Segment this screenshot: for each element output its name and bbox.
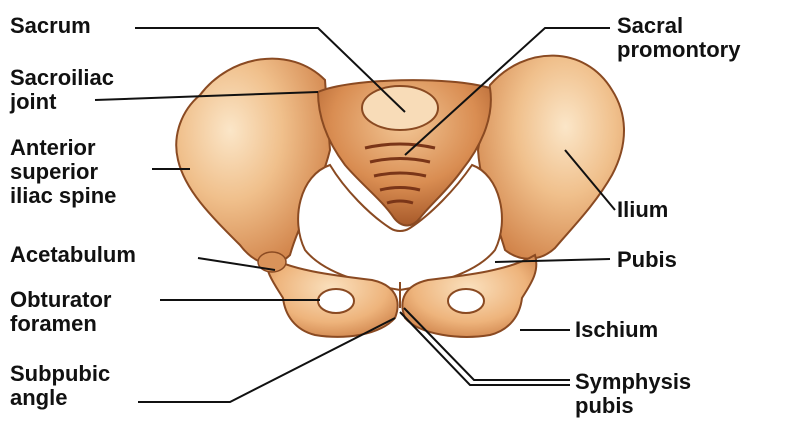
label-sacral-promontory-line2: promontory bbox=[617, 38, 740, 62]
obturator-foramen-left bbox=[318, 289, 354, 313]
label-subpubic-angle-line2: angle bbox=[10, 386, 110, 410]
label-symphysis-pubis-line2: pubis bbox=[575, 394, 691, 418]
label-ilium: Ilium bbox=[617, 198, 668, 222]
label-symphysis-pubis: Symphysis pubis bbox=[575, 370, 691, 418]
label-obturator-foramen: Obturator foramen bbox=[10, 288, 111, 336]
label-pubis: Pubis bbox=[617, 248, 677, 272]
label-sacroiliac-joint-line2: joint bbox=[10, 90, 114, 114]
leader-pubis bbox=[495, 259, 610, 262]
obturator-foramen-right bbox=[448, 289, 484, 313]
label-subpubic-angle: Subpubic angle bbox=[10, 362, 110, 410]
label-obturator-foramen-line2: foramen bbox=[10, 312, 111, 336]
label-sacral-promontory: Sacral promontory bbox=[617, 14, 740, 62]
label-sacroiliac-joint: Sacroiliac joint bbox=[10, 66, 114, 114]
label-acetabulum: Acetabulum bbox=[10, 243, 136, 267]
label-asis: Anterior superior iliac spine bbox=[10, 136, 116, 208]
label-ischium: Ischium bbox=[575, 318, 658, 342]
label-asis-line1: Anterior bbox=[10, 136, 116, 160]
label-obturator-foramen-line1: Obturator bbox=[10, 288, 111, 312]
label-sacroiliac-joint-line1: Sacroiliac bbox=[10, 66, 114, 90]
label-asis-line3: iliac spine bbox=[10, 184, 116, 208]
label-sacrum: Sacrum bbox=[10, 14, 91, 38]
label-sacral-promontory-line1: Sacral bbox=[617, 14, 740, 38]
label-subpubic-angle-line1: Subpubic bbox=[10, 362, 110, 386]
label-asis-line2: superior bbox=[10, 160, 116, 184]
label-symphysis-pubis-line1: Symphysis bbox=[575, 370, 691, 394]
